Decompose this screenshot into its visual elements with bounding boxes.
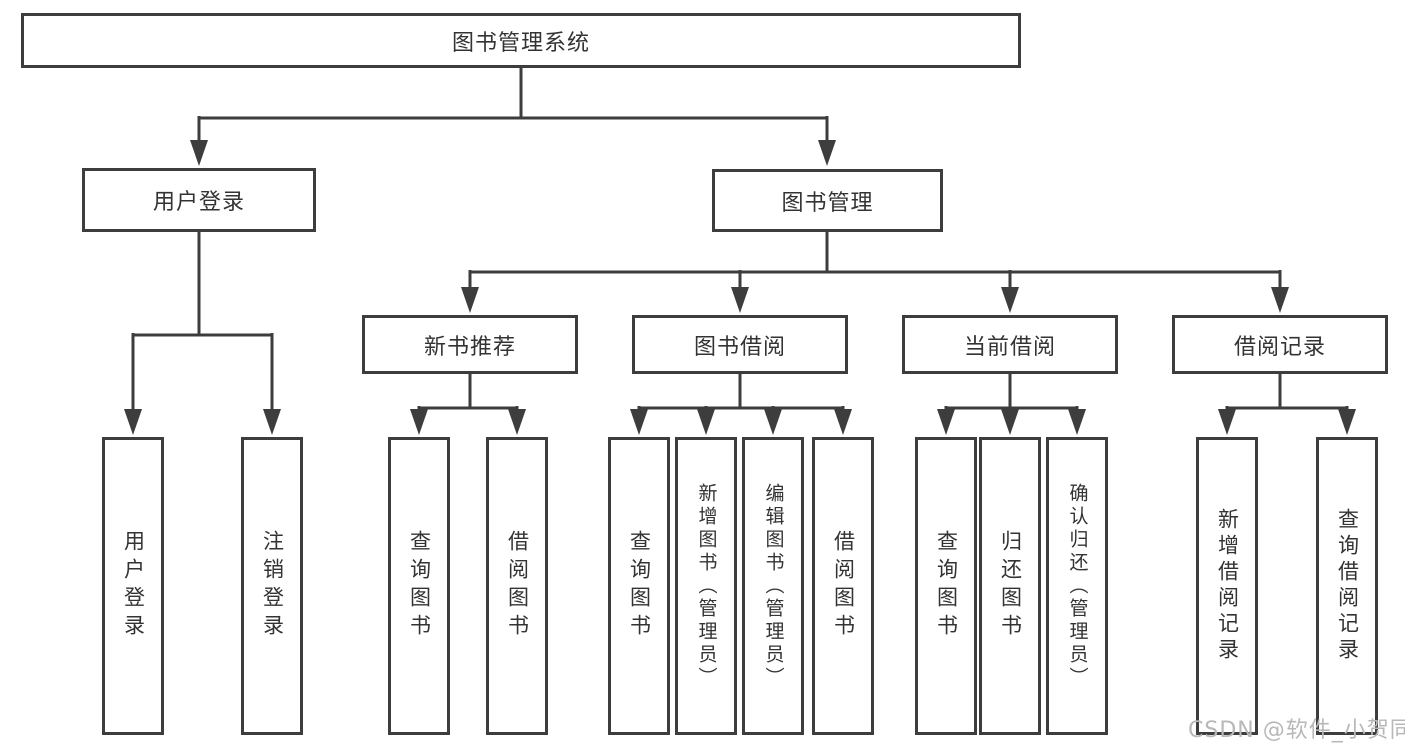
connector-borrowing-leaves xyxy=(637,373,845,412)
arrow-down-icon xyxy=(818,140,836,166)
arrow-down-icon xyxy=(1218,409,1236,435)
leaf-newbooks-query-books: 查询图书 xyxy=(388,437,450,735)
arrow-down-icon xyxy=(124,409,142,435)
leaf-borrowing-add-books-admin: 新增图书（管理员） xyxy=(675,437,737,735)
arrow-down-icon xyxy=(461,287,479,313)
node-user-login: 用户登录 xyxy=(82,168,316,232)
node-current-borrowing: 当前借阅 xyxy=(902,315,1118,374)
leaf-records-query-record: 查询借阅记录 xyxy=(1316,437,1378,735)
arrowheads xyxy=(124,140,1356,435)
arrow-down-icon xyxy=(630,409,648,435)
arrow-down-icon xyxy=(764,409,782,435)
connector-userlogin-leaves xyxy=(131,231,274,412)
leaf-current-return-books: 归还图书 xyxy=(979,437,1041,735)
node-new-book-recommend: 新书推荐 xyxy=(362,315,578,374)
arrow-down-icon xyxy=(731,287,749,313)
node-borrowing-records: 借阅记录 xyxy=(1172,315,1388,374)
connector-newbooks-leaves xyxy=(417,373,519,412)
leaf-current-confirm-return-admin: 确认归还（管理员） xyxy=(1046,437,1108,735)
arrow-down-icon xyxy=(1001,409,1019,435)
arrow-down-icon xyxy=(1001,287,1019,313)
arrow-down-icon xyxy=(697,409,715,435)
arrow-down-icon xyxy=(1271,287,1289,313)
leaf-borrowing-edit-books-admin: 编辑图书（管理员） xyxy=(742,437,804,735)
arrow-down-icon xyxy=(263,409,281,435)
arrow-down-icon xyxy=(508,409,526,435)
arrow-down-icon xyxy=(190,140,208,166)
leaf-newbooks-borrow-books: 借阅图书 xyxy=(486,437,548,735)
leaf-logout: 注销登录 xyxy=(241,437,303,735)
arrow-down-icon xyxy=(834,409,852,435)
node-book-management: 图书管理 xyxy=(712,169,943,232)
leaf-user-login: 用户登录 xyxy=(102,437,164,735)
connector-current-leaves xyxy=(944,373,1079,412)
arrow-down-icon xyxy=(1068,409,1086,435)
connector-bookmgmt-level3 xyxy=(468,231,1282,290)
connector-root-level2 xyxy=(197,66,829,144)
connector-paths xyxy=(131,66,1349,412)
arrow-down-icon xyxy=(1338,409,1356,435)
leaf-records-add-record: 新增借阅记录 xyxy=(1196,437,1258,735)
node-book-borrowing: 图书借阅 xyxy=(632,315,848,374)
arrow-down-icon xyxy=(410,409,428,435)
node-library-management-system: 图书管理系统 xyxy=(21,13,1021,68)
leaf-borrowing-query-books: 查询图书 xyxy=(608,437,670,735)
arrow-down-icon xyxy=(937,409,955,435)
watermark-text: CSDN @软件_小贺同学 xyxy=(1188,718,1405,743)
leaf-borrowing-borrow-books: 借阅图书 xyxy=(812,437,874,735)
leaf-current-query-books: 查询图书 xyxy=(915,437,977,735)
connector-records-leaves xyxy=(1225,373,1349,412)
